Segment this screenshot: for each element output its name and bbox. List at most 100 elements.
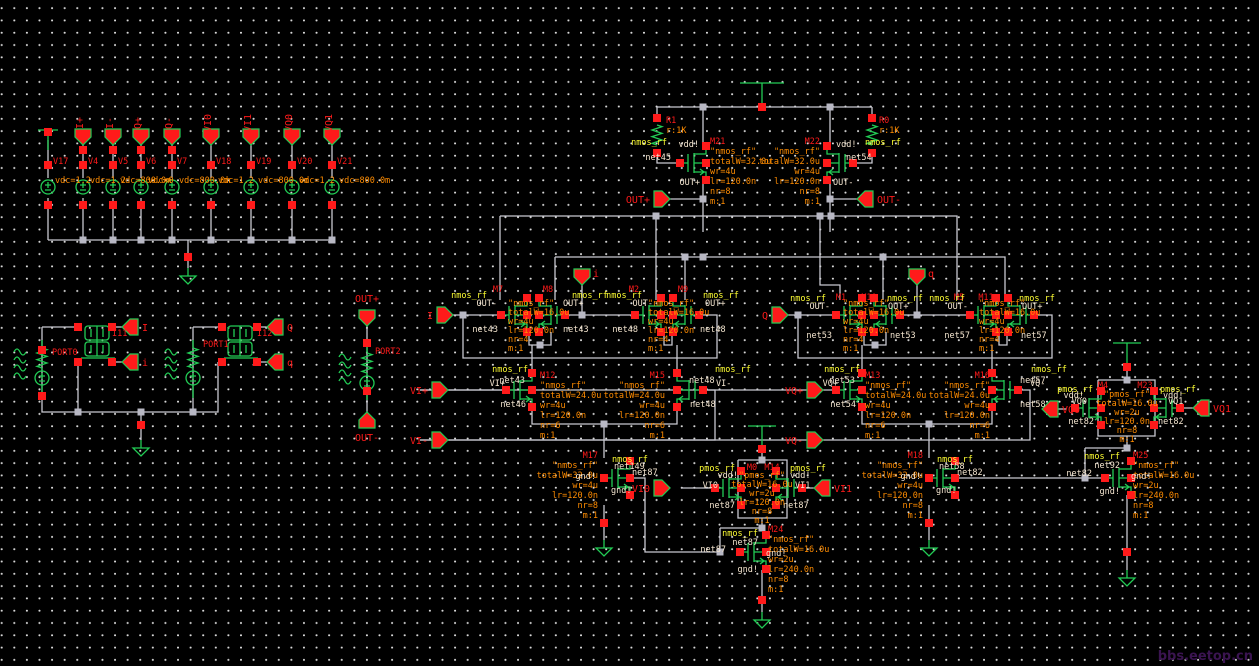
- pin-terminal[interactable]: [736, 548, 744, 556]
- pin-terminal[interactable]: [870, 311, 878, 319]
- pin-icon[interactable]: [202, 128, 220, 146]
- pin-icon[interactable]: [163, 128, 181, 146]
- wire[interactable]: [663, 332, 673, 346]
- pin-terminal[interactable]: [925, 474, 933, 482]
- pin-terminal[interactable]: [858, 386, 866, 394]
- pin-terminal[interactable]: [74, 358, 82, 366]
- wire[interactable]: [462, 314, 718, 359]
- pin-terminal[interactable]: [858, 369, 866, 377]
- pin-terminal[interactable]: [79, 201, 87, 209]
- pin-terminal[interactable]: [207, 201, 215, 209]
- pin-terminal[interactable]: [626, 474, 634, 482]
- pin-terminal[interactable]: [951, 474, 959, 482]
- pin-terminal[interactable]: [109, 161, 117, 169]
- pin-terminal[interactable]: [1123, 363, 1131, 371]
- pin-terminal[interactable]: [218, 323, 226, 331]
- pin-icon[interactable]: [266, 318, 284, 336]
- pin-terminal[interactable]: [988, 403, 996, 411]
- pin-icon[interactable]: [431, 431, 449, 449]
- wire[interactable]: [998, 332, 1008, 346]
- pin-terminal[interactable]: [523, 294, 531, 302]
- pin-terminal[interactable]: [1097, 404, 1105, 412]
- pin-terminal[interactable]: [858, 403, 866, 411]
- pin-terminal[interactable]: [497, 311, 505, 319]
- pin-terminal[interactable]: [673, 369, 681, 377]
- pin-terminal[interactable]: [702, 142, 710, 150]
- pin-terminal[interactable]: [772, 484, 780, 492]
- pin-icon[interactable]: [806, 431, 824, 449]
- pin-terminal[interactable]: [992, 311, 1000, 319]
- pin-terminal[interactable]: [1150, 387, 1158, 395]
- pin-terminal[interactable]: [288, 201, 296, 209]
- pin-terminal[interactable]: [1176, 404, 1184, 412]
- pin-terminal[interactable]: [762, 531, 770, 539]
- pin-terminal[interactable]: [823, 176, 831, 184]
- pin-terminal[interactable]: [695, 311, 703, 319]
- pin-terminal[interactable]: [218, 358, 226, 366]
- pin-terminal[interactable]: [168, 201, 176, 209]
- pin-terminal[interactable]: [44, 161, 52, 169]
- pin-terminal[interactable]: [702, 176, 710, 184]
- pin-terminal[interactable]: [870, 294, 878, 302]
- wire[interactable]: [819, 216, 841, 300]
- pin-terminal[interactable]: [772, 467, 780, 475]
- pin-icon[interactable]: [266, 353, 284, 371]
- pin-terminal[interactable]: [992, 294, 1000, 302]
- pin-terminal[interactable]: [109, 146, 117, 154]
- pin-terminal[interactable]: [535, 294, 543, 302]
- pin-terminal[interactable]: [1123, 548, 1131, 556]
- pin-terminal[interactable]: [184, 253, 192, 261]
- pin-icon[interactable]: [121, 353, 139, 371]
- pin-terminal[interactable]: [1150, 421, 1158, 429]
- pin-terminal[interactable]: [702, 159, 710, 167]
- pin-terminal[interactable]: [600, 474, 608, 482]
- pin-terminal[interactable]: [1101, 474, 1109, 482]
- pin-terminal[interactable]: [247, 201, 255, 209]
- pin-terminal[interactable]: [1127, 491, 1135, 499]
- pin-terminal[interactable]: [758, 103, 766, 111]
- pin-icon[interactable]: [908, 268, 926, 286]
- pin-terminal[interactable]: [561, 311, 569, 319]
- pin-terminal[interactable]: [858, 311, 866, 319]
- pin-terminal[interactable]: [849, 159, 857, 167]
- pin-icon[interactable]: [771, 306, 789, 324]
- pin-terminal[interactable]: [288, 161, 296, 169]
- pin-icon[interactable]: [74, 128, 92, 146]
- pin-terminal[interactable]: [600, 519, 608, 527]
- pin-terminal[interactable]: [528, 386, 536, 394]
- pin-icon[interactable]: [431, 381, 449, 399]
- pin-terminal[interactable]: [253, 323, 261, 331]
- pin-terminal[interactable]: [502, 386, 510, 394]
- pin-terminal[interactable]: [758, 596, 766, 604]
- pin-terminal[interactable]: [823, 142, 831, 150]
- pin-terminal[interactable]: [1097, 421, 1105, 429]
- pin-icon[interactable]: [813, 479, 831, 497]
- pin-icon[interactable]: [132, 128, 150, 146]
- pin-terminal[interactable]: [1150, 404, 1158, 412]
- pin-terminal[interactable]: [1004, 328, 1012, 336]
- pin-icon[interactable]: [573, 268, 591, 286]
- pin-terminal[interactable]: [762, 548, 770, 556]
- pin-terminal[interactable]: [137, 146, 145, 154]
- pin-terminal[interactable]: [528, 369, 536, 377]
- pin-terminal[interactable]: [832, 311, 840, 319]
- pin-icon[interactable]: [653, 479, 671, 497]
- pin-terminal[interactable]: [868, 114, 876, 122]
- pin-terminal[interactable]: [896, 311, 904, 319]
- pin-icon[interactable]: [242, 128, 260, 146]
- pin-terminal[interactable]: [247, 161, 255, 169]
- pin-icon[interactable]: [121, 318, 139, 336]
- pin-terminal[interactable]: [38, 392, 46, 400]
- pin-terminal[interactable]: [758, 445, 766, 453]
- pin-icon[interactable]: [1041, 400, 1059, 418]
- pin-icon[interactable]: [1192, 399, 1210, 417]
- pin-terminal[interactable]: [737, 501, 745, 509]
- pin-terminal[interactable]: [38, 346, 46, 354]
- pin-terminal[interactable]: [626, 491, 634, 499]
- pin-terminal[interactable]: [137, 421, 145, 429]
- pin-terminal[interactable]: [74, 323, 82, 331]
- pin-terminal[interactable]: [528, 403, 536, 411]
- pin-terminal[interactable]: [253, 358, 261, 366]
- pin-icon[interactable]: [358, 411, 376, 429]
